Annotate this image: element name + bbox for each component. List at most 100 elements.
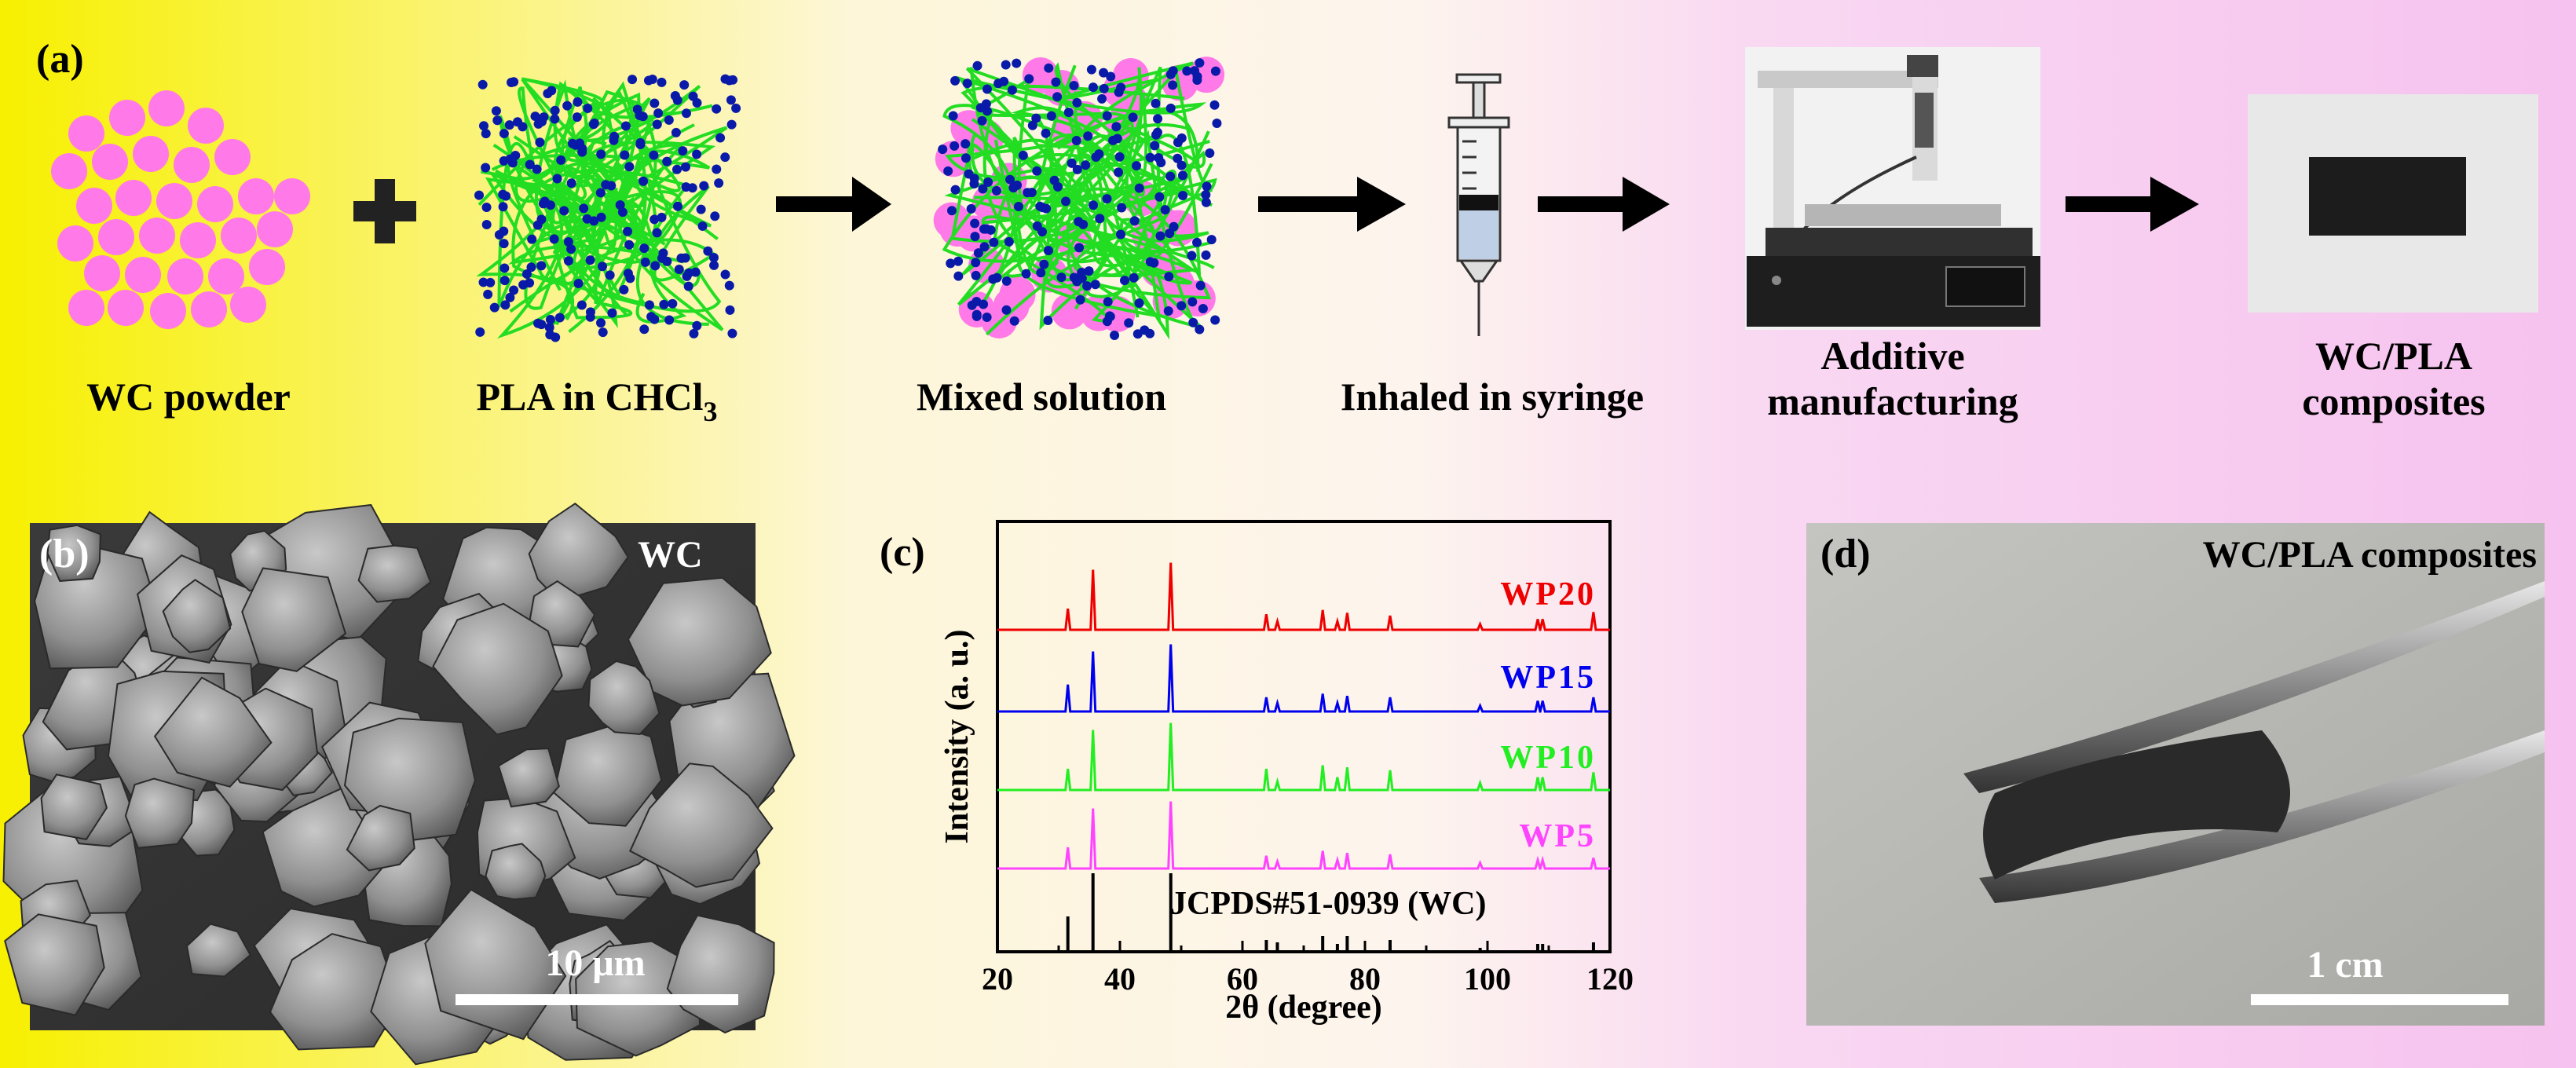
sem-scale-label: 10 μm [545, 942, 645, 984]
solvent-dot [1063, 108, 1074, 118]
solvent-dot [1114, 167, 1124, 177]
solvent-dot [681, 108, 691, 119]
solvent-dot [1072, 97, 1082, 108]
solvent-dot [950, 185, 961, 195]
solvent-dot [624, 162, 635, 172]
y-axis-label: Intensity (a. u.) [939, 629, 975, 843]
sem-scale-bar [456, 994, 738, 1005]
solvent-dot [1032, 166, 1042, 176]
solvent-dot [683, 281, 693, 291]
solvent-dot [1018, 150, 1028, 160]
solvent-dot [967, 300, 977, 310]
solvent-dot [649, 98, 660, 108]
solvent-dot [494, 229, 504, 240]
solvent-dot [563, 237, 573, 247]
sem-material-label: WC [638, 534, 703, 576]
solvent-dot [1205, 148, 1215, 159]
solvent-dot [697, 221, 708, 231]
solvent-dot [550, 114, 560, 124]
solvent-dot [498, 189, 508, 199]
solvent-dot [526, 262, 536, 272]
mixed-solution-illustration [933, 57, 1225, 341]
solvent-dot [1202, 181, 1212, 192]
wc-grain [262, 788, 392, 908]
solvent-dot [596, 149, 606, 159]
solvent-dot [576, 300, 587, 310]
solvent-dot [510, 151, 521, 161]
wc-particle [156, 183, 192, 219]
wc-grain [553, 723, 663, 827]
step-label-composites-1: WC/PLA [2315, 334, 2472, 378]
solvent-dot [725, 305, 735, 315]
solvent-dot [530, 112, 540, 122]
solvent-dot [662, 156, 672, 166]
solvent-dot [703, 246, 713, 256]
solvent-dot [689, 328, 699, 338]
solvent-dot [1046, 111, 1056, 121]
wc-grain [432, 602, 563, 736]
solvent-dot [971, 270, 981, 280]
solvent-dot [961, 139, 971, 149]
solvent-dot [504, 120, 514, 130]
solvent-dot [635, 111, 645, 121]
solvent-dot [478, 277, 488, 287]
solvent-dot [1163, 305, 1173, 316]
solvent-dot [1088, 82, 1098, 93]
solvent-dot [535, 137, 545, 148]
solvent-dot [545, 330, 555, 340]
solvent-dot [499, 155, 509, 166]
solvent-dot [1192, 71, 1202, 82]
solvent-dot [545, 200, 555, 210]
solvent-dot [1007, 85, 1017, 95]
step-label-additive-1: Additive [1820, 334, 1964, 378]
wc-particle [230, 287, 266, 323]
solvent-dot [1012, 58, 1022, 68]
solvent-dot [532, 164, 542, 174]
wc-grain [46, 524, 101, 582]
series-line-wp5 [997, 801, 1610, 870]
panel-label-c: (c) [880, 530, 925, 575]
solvent-dot [1021, 269, 1031, 279]
solvent-dot [620, 150, 630, 160]
wc-particle [257, 211, 293, 247]
solvent-dot [1182, 66, 1192, 76]
solvent-dot [566, 178, 576, 188]
solvent-dot [672, 95, 682, 105]
panel-label-b: (b) [39, 532, 90, 576]
step-label-pla: PLA in CHCl3 [477, 375, 718, 427]
solvent-dot [961, 153, 971, 163]
solvent-dot [1201, 197, 1211, 207]
solvent-dot [1155, 231, 1165, 241]
solvent-dot [981, 99, 991, 109]
solvent-dot [640, 257, 650, 267]
solvent-dot [1037, 203, 1048, 213]
solvent-dot [483, 289, 493, 299]
solvent-dot [731, 103, 741, 113]
solvent-dot [709, 260, 719, 270]
wc-grain [241, 567, 347, 672]
solvent-dot [1178, 191, 1188, 201]
wc-particle [188, 108, 224, 144]
wc-grain [162, 579, 232, 653]
arrow-right-icon [1538, 177, 1670, 232]
solvent-dot [499, 239, 509, 249]
solvent-dot [1210, 66, 1220, 76]
solvent-dot [583, 103, 593, 113]
solvent-dot [1024, 74, 1034, 84]
wc-grain [269, 933, 401, 1051]
solvent-dot [527, 234, 537, 244]
solvent-dot [946, 258, 956, 269]
solvent-dot [547, 86, 557, 96]
solvent-dot [538, 199, 548, 209]
solvent-dot [950, 141, 960, 151]
printer-photo [1745, 47, 2040, 330]
solvent-dot [598, 327, 608, 338]
solvent-dot [724, 75, 734, 86]
step-label-composites-2: composites [2302, 379, 2485, 423]
solvent-dot [649, 314, 660, 324]
solvent-dot [619, 284, 629, 294]
solvent-dot [726, 95, 736, 105]
x-tick-label: 20 [982, 961, 1013, 997]
solvent-dot [585, 255, 595, 265]
solvent-dot [1001, 60, 1011, 70]
